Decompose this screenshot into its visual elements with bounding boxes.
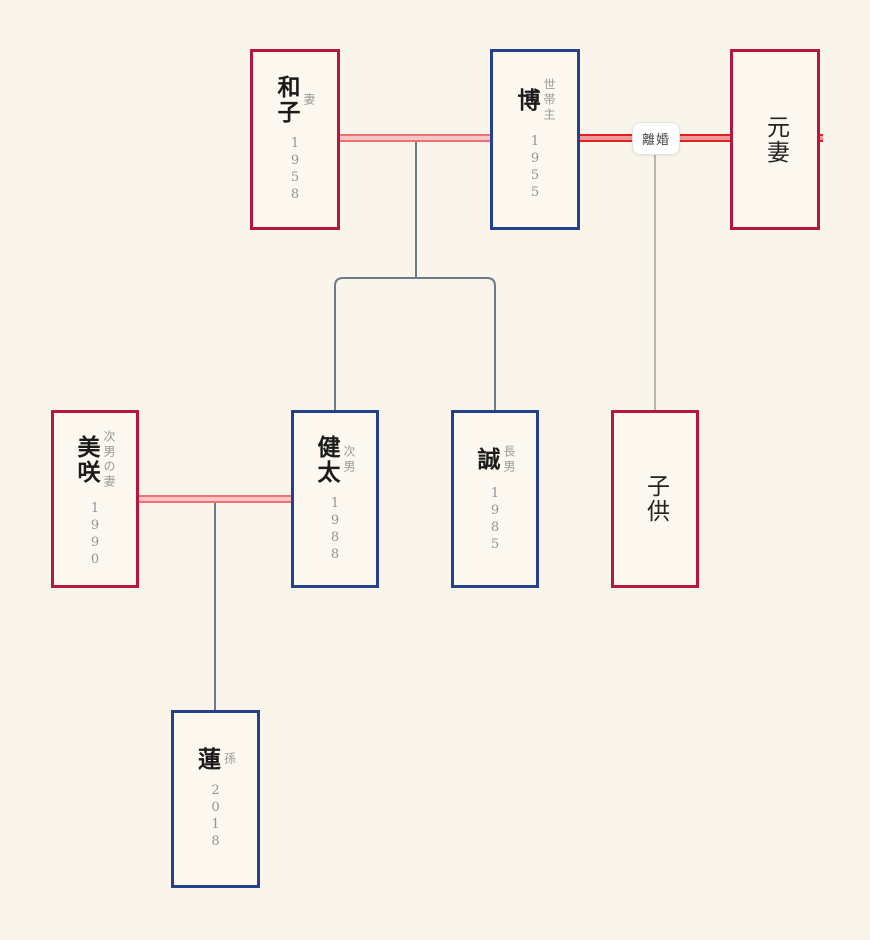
divorce-line-hiroshi-exwife [580, 134, 823, 142]
person-birth-year: 1958 [287, 136, 303, 204]
person-birth-year: 1955 [527, 133, 543, 202]
person-card-exwife[interactable]: 元妻 [730, 49, 820, 230]
person-name: 誠 [473, 447, 500, 472]
person-role-label: 長男 [502, 444, 516, 475]
person-role-label: 孫 [222, 752, 237, 767]
person-name: 蓮 [193, 747, 221, 772]
person-name-row: 美咲 次男の妻 [73, 429, 116, 490]
person-name: 博 [513, 87, 540, 113]
person-card-kazuko[interactable]: 和子 妻 1958 [250, 49, 340, 230]
person-birth-year: 1985 [487, 485, 503, 554]
person-card-makoto[interactable]: 誠 長男 1985 [451, 410, 539, 588]
marriage-line-misaki-kenta [139, 495, 291, 503]
person-name-row: 元妻 [762, 114, 789, 165]
person-name-row: 子供 [642, 474, 669, 524]
person-name: 和子 [273, 75, 300, 125]
person-name-row: 和子 妻 [273, 75, 316, 125]
person-role-label: 世帯主 [542, 77, 556, 123]
person-birth-year: 2018 [208, 783, 223, 851]
person-card-misaki[interactable]: 美咲 次男の妻 1990 [51, 410, 139, 588]
person-card-ren[interactable]: 蓮 孫 2018 [171, 710, 260, 888]
person-name-row: 蓮 孫 [193, 747, 237, 772]
person-role-label: 妻 [302, 92, 316, 108]
person-name: 元妻 [762, 114, 789, 165]
divorce-badge[interactable]: 離婚 [632, 122, 680, 155]
person-card-kodomo[interactable]: 子供 [611, 410, 699, 588]
person-role-label: 次男の妻 [102, 429, 116, 490]
person-birth-year: 1988 [327, 495, 343, 564]
person-card-hiroshi[interactable]: 博 世帯主 1955 [490, 49, 580, 230]
person-name: 美咲 [73, 434, 100, 485]
person-card-kenta[interactable]: 健太 次男 1988 [291, 410, 379, 588]
person-name: 健太 [313, 434, 340, 485]
child-connector-fork [334, 277, 496, 410]
person-name-row: 誠 長男 [473, 444, 516, 475]
person-role-label: 次男 [342, 444, 356, 475]
person-birth-year: 1990 [87, 500, 103, 569]
person-name-row: 健太 次男 [313, 434, 356, 485]
person-name-row: 博 世帯主 [513, 77, 556, 123]
marriage-line-kazuko-hiroshi [340, 134, 490, 142]
person-name: 子供 [642, 474, 669, 524]
